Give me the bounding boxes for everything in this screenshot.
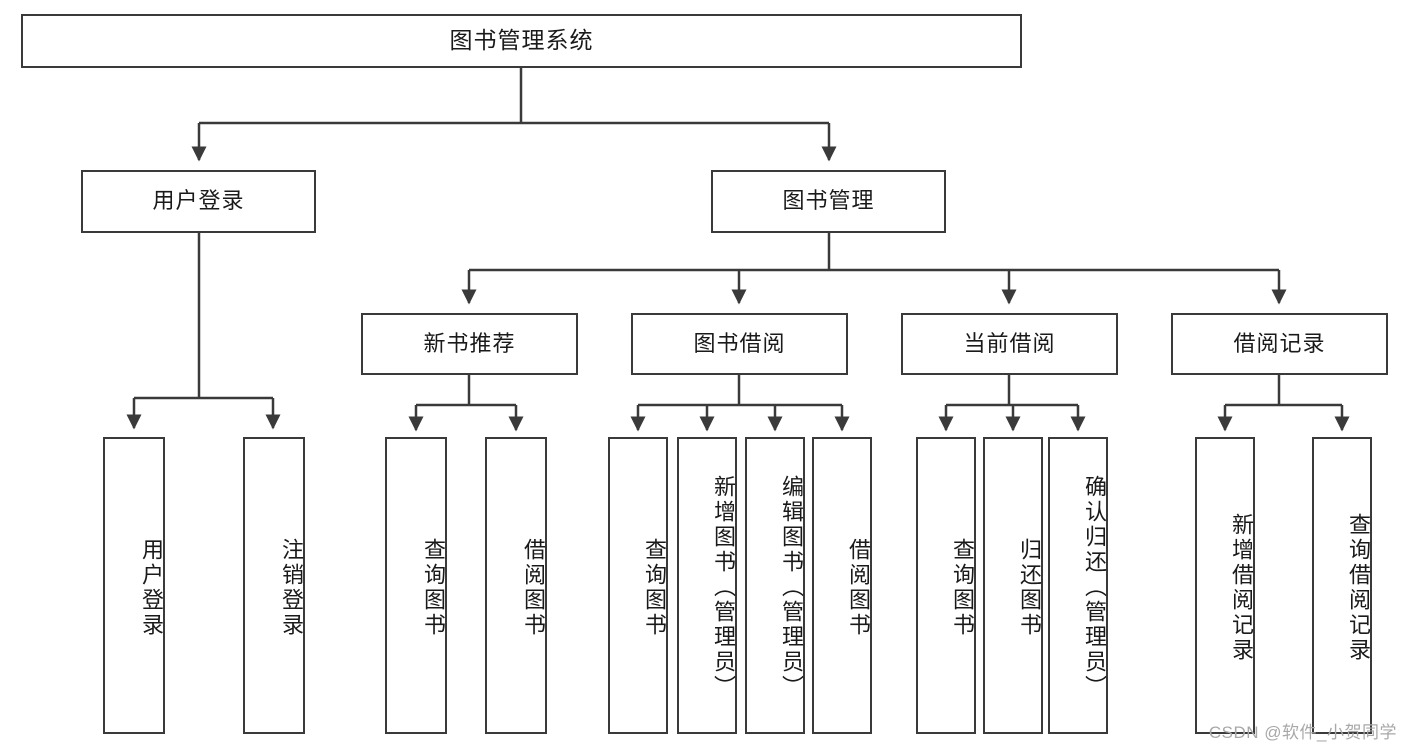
node-new-book-rec-label: 新书推荐 [423, 330, 516, 356]
node-leaf-user-logout-label: 注销登录 [279, 537, 304, 638]
csdn-watermark: CSDN @软件_小贺同学 [1208, 723, 1397, 742]
node-leaf-return-book[interactable]: 归还图书 [983, 437, 1043, 734]
node-leaf-borrow-book-rec[interactable]: 借阅图书 [485, 437, 547, 734]
node-borrow-record[interactable]: 借阅记录 [1171, 313, 1388, 375]
node-leaf-borrow-book-label: 借阅图书 [846, 537, 871, 638]
node-leaf-user-login-label: 用户登录 [139, 537, 164, 638]
node-leaf-query-book-rec[interactable]: 查询图书 [385, 437, 447, 734]
node-borrow-record-label: 借阅记录 [1233, 330, 1326, 356]
node-leaf-query-record-label: 查询借阅记录 [1346, 512, 1371, 663]
node-leaf-confirm-return-label: 确认归还（管理员） [1082, 475, 1107, 700]
node-root[interactable]: 图书管理系统 [21, 14, 1022, 68]
node-leaf-query-book-current-label: 查询图书 [950, 537, 975, 638]
node-book-manage[interactable]: 图书管理 [711, 170, 946, 233]
node-book-borrow[interactable]: 图书借阅 [631, 313, 848, 375]
node-book-manage-label: 图书管理 [782, 188, 875, 214]
node-current-borrow[interactable]: 当前借阅 [901, 313, 1118, 375]
node-root-label: 图书管理系统 [449, 27, 594, 54]
node-leaf-borrow-book[interactable]: 借阅图书 [812, 437, 872, 734]
node-leaf-confirm-return[interactable]: 确认归还（管理员） [1048, 437, 1108, 734]
node-user-login-label: 用户登录 [152, 188, 245, 214]
node-leaf-user-logout[interactable]: 注销登录 [243, 437, 305, 734]
node-leaf-add-record[interactable]: 新增借阅记录 [1195, 437, 1255, 734]
node-user-login[interactable]: 用户登录 [81, 170, 316, 233]
node-leaf-edit-book[interactable]: 编辑图书（管理员） [745, 437, 805, 734]
node-leaf-borrow-book-rec-label: 借阅图书 [521, 537, 546, 638]
node-leaf-edit-book-label: 编辑图书（管理员） [779, 475, 804, 700]
node-leaf-user-login[interactable]: 用户登录 [103, 437, 165, 734]
node-leaf-add-record-label: 新增借阅记录 [1229, 512, 1254, 663]
node-new-book-rec[interactable]: 新书推荐 [361, 313, 578, 375]
node-leaf-add-book[interactable]: 新增图书（管理员） [677, 437, 737, 734]
node-leaf-query-book-borrow[interactable]: 查询图书 [608, 437, 668, 734]
node-book-borrow-label: 图书借阅 [693, 330, 786, 356]
node-leaf-query-record[interactable]: 查询借阅记录 [1312, 437, 1372, 734]
node-current-borrow-label: 当前借阅 [963, 330, 1056, 356]
node-leaf-add-book-label: 新增图书（管理员） [711, 475, 736, 700]
node-leaf-return-book-label: 归还图书 [1017, 537, 1042, 638]
node-leaf-query-book-rec-label: 查询图书 [421, 537, 446, 638]
node-leaf-query-book-borrow-label: 查询图书 [642, 537, 667, 638]
node-leaf-query-book-current[interactable]: 查询图书 [916, 437, 976, 734]
